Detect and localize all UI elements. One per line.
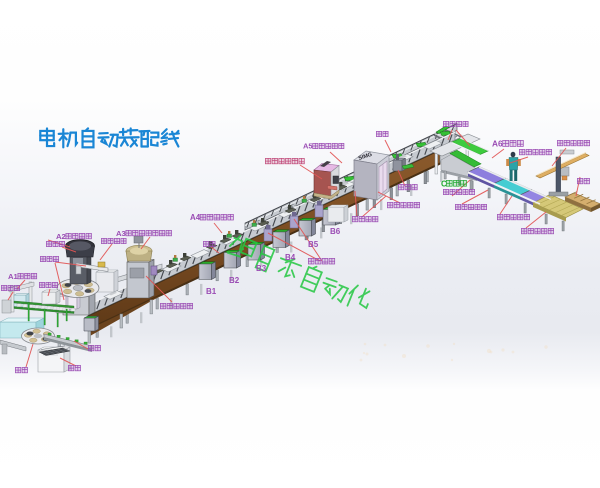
svg-text:C: C bbox=[441, 179, 447, 188]
svg-text:A6: A6 bbox=[492, 139, 503, 149]
svg-text:B6: B6 bbox=[330, 227, 341, 236]
svg-text:A4: A4 bbox=[190, 213, 201, 222]
svg-text:B5: B5 bbox=[308, 240, 319, 249]
svg-text:B2: B2 bbox=[229, 276, 240, 285]
svg-text:B4: B4 bbox=[285, 253, 296, 262]
svg-text:A5: A5 bbox=[303, 142, 313, 151]
svg-text:A3: A3 bbox=[116, 229, 126, 238]
svg-text:A2: A2 bbox=[56, 232, 66, 241]
svg-text:SIMG: SIMG bbox=[358, 152, 373, 162]
svg-text:B3: B3 bbox=[256, 264, 267, 273]
svg-text:B1: B1 bbox=[206, 287, 217, 296]
svg-text:A1: A1 bbox=[8, 272, 19, 281]
